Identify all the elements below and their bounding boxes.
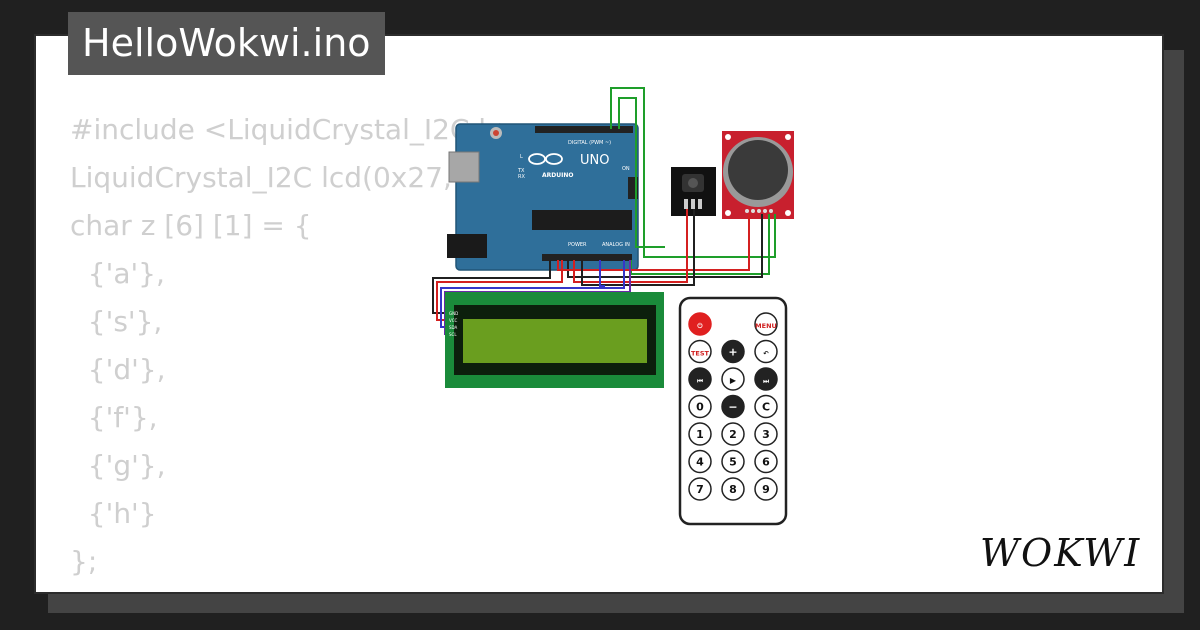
wire-red xyxy=(557,214,750,271)
board-brand-label: ARDUINO xyxy=(542,172,573,179)
remote-key-button[interactable]: 6 xyxy=(754,449,778,474)
remote-key-button[interactable]: − xyxy=(721,394,745,419)
wire-red xyxy=(436,260,563,321)
tx-label: TX xyxy=(517,168,525,174)
remote-key-label: 7 xyxy=(696,483,704,496)
remote-key-label: 9 xyxy=(762,483,770,496)
power-analog-header xyxy=(542,254,632,261)
circuit-diagram: DIGITAL (PWM ~) UNO ARDUINO TX RX ON L P… xyxy=(432,87,794,526)
ir-remote-control[interactable]: ⏻ MENU TEST + ↶ ⏮ ▶ ⏭ 0 − C 1 2 3 4 5 6 7 8 9 xyxy=(678,296,788,526)
wire-black xyxy=(567,214,763,278)
code-line: }; xyxy=(70,545,98,578)
icsp-header xyxy=(628,177,638,199)
remote-key-button[interactable]: 7 xyxy=(688,477,712,501)
sketch-title: HelloWokwi.ino xyxy=(68,12,385,75)
wire-blue xyxy=(599,260,605,287)
remote-prev-button[interactable]: ⏮ xyxy=(688,367,712,391)
code-line: {'d'}, xyxy=(70,353,166,386)
remote-key-label: 8 xyxy=(729,483,737,496)
rx-label: RX xyxy=(518,174,525,180)
remote-key-label: 3 xyxy=(762,428,770,441)
remote-key-button[interactable]: 4 xyxy=(688,449,712,474)
remote-key-button[interactable]: 1 xyxy=(688,422,712,446)
joystick-module[interactable] xyxy=(722,131,794,219)
play-icon: ▶ xyxy=(730,376,737,385)
on-label: ON xyxy=(622,166,630,172)
remote-key-label: MENU xyxy=(755,322,777,330)
lcd-pin-label: VCC xyxy=(449,318,458,323)
remote-key-button[interactable]: 8 xyxy=(721,477,745,501)
joystick-knob-icon xyxy=(728,140,788,200)
remote-key-label: 2 xyxy=(729,428,737,441)
previous-icon: ⏮ xyxy=(697,377,703,385)
remote-buttons: ⏻ MENU TEST + ↶ ⏮ ▶ ⏭ 0 − C 1 2 3 4 5 6 7 8 9 xyxy=(688,312,778,501)
lcd-pin-label: SCL xyxy=(449,332,457,337)
digital-label: DIGITAL (PWM ~) xyxy=(568,140,611,146)
remote-key-button[interactable]: + xyxy=(721,339,745,364)
remote-key-label: 1 xyxy=(696,428,704,441)
usb-connector xyxy=(448,151,480,183)
remote-key-label: + xyxy=(728,346,737,359)
remote-key-button[interactable]: 5 xyxy=(721,449,745,474)
code-line: {'g'}, xyxy=(70,449,166,482)
remote-back-button[interactable]: ↶ xyxy=(754,339,778,364)
digital-header xyxy=(535,126,633,133)
lcd-1602-module[interactable]: GND VCC SDA SCL xyxy=(445,292,664,388)
wire-green xyxy=(618,97,665,248)
lcd-pin-label: SDA xyxy=(449,325,458,330)
code-line: {'f'}, xyxy=(70,401,158,434)
remote-key-label: 0 xyxy=(696,401,704,414)
remote-key-button[interactable]: C xyxy=(754,394,778,419)
power-icon: ⏻ xyxy=(697,322,703,330)
remote-key-label: TEST xyxy=(691,350,710,358)
code-line: {'s'}, xyxy=(70,305,163,338)
code-line: char z [6] [1] = { xyxy=(70,209,312,242)
preview-card: #include <LiquidCrystal_I2C.h>LiquidCrys… xyxy=(34,34,1164,594)
lcd-screen xyxy=(463,319,647,363)
wire-green xyxy=(610,87,776,258)
back-icon: ↶ xyxy=(763,350,769,358)
remote-key-label: 5 xyxy=(729,456,737,469)
power-label: POWER xyxy=(568,242,587,248)
remote-key-label: 6 xyxy=(762,456,770,469)
code-line: {'h'} xyxy=(70,497,157,530)
wire-black xyxy=(581,209,695,286)
wokwi-logo: WOKWI xyxy=(980,531,1141,575)
remote-key-button[interactable]: 0 xyxy=(688,394,712,419)
remote-key-label: C xyxy=(762,401,770,414)
remote-next-button[interactable]: ⏭ xyxy=(754,367,778,391)
remote-key-button[interactable]: 9 xyxy=(754,477,778,501)
brand-wordmark: WOKWI xyxy=(980,531,1141,575)
remote-power-button[interactable]: ⏻ xyxy=(688,312,712,336)
arduino-uno-board[interactable]: DIGITAL (PWM ~) UNO ARDUINO TX RX ON L P… xyxy=(447,123,639,271)
power-jack xyxy=(447,234,487,258)
next-icon: ⏭ xyxy=(763,377,769,385)
remote-key-button[interactable]: MENU xyxy=(754,312,778,336)
remote-key-label: − xyxy=(728,401,737,414)
remote-play-button[interactable]: ▶ xyxy=(721,367,745,391)
arduino-logo-icon xyxy=(528,153,546,165)
analog-label: ANALOG IN xyxy=(602,242,630,248)
wires xyxy=(432,87,776,335)
remote-key-button[interactable]: 2 xyxy=(721,422,745,446)
remote-key-label: 4 xyxy=(696,456,704,469)
atmega-chip xyxy=(532,210,632,230)
ir-receiver-module[interactable] xyxy=(671,167,716,216)
code-background: #include <LiquidCrystal_I2C.h>LiquidCrys… xyxy=(70,106,552,592)
l-led-label: L xyxy=(520,154,523,160)
remote-key-button[interactable]: TEST xyxy=(688,339,712,364)
code-line: {'a'}, xyxy=(70,257,165,290)
remote-key-button[interactable]: 3 xyxy=(754,422,778,446)
board-model-label: UNO xyxy=(580,153,609,168)
lcd-pin-label: GND xyxy=(449,311,458,316)
